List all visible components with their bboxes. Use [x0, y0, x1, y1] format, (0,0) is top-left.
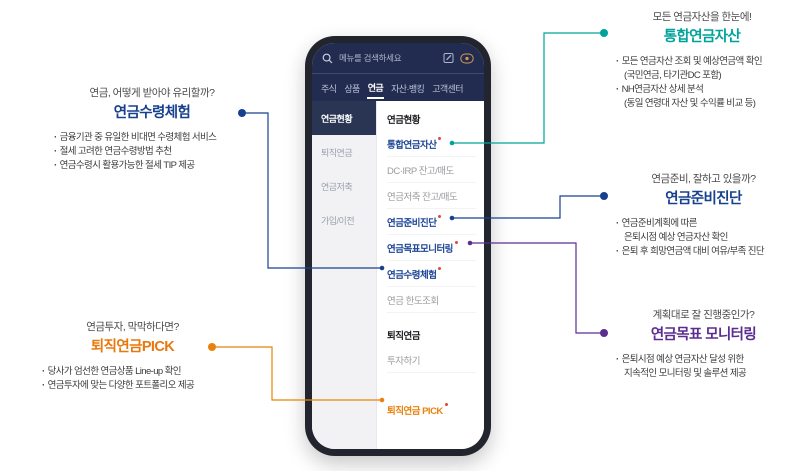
callout-title: 연금준비진단: [665, 191, 742, 207]
connector-end-dot: [600, 29, 608, 37]
menu-item-invest[interactable]: 투자하기: [387, 347, 476, 373]
menu-header-retirement-pension: 퇴직연금: [387, 331, 420, 342]
tab-products[interactable]: 상품: [344, 83, 360, 94]
callout-heading: 연금, 어떻게 받아야 유리할까?: [89, 87, 215, 99]
edit-icon[interactable]: [443, 52, 455, 64]
callout-bullet: 당사가 엄선한 연금상품 Line-up 확인: [42, 365, 235, 379]
callout-bullet: 금융기관 중 유일한 비대면 수령체험 서비스: [54, 131, 258, 145]
callout-bullet: NH연금자산 상세 분석: [616, 83, 788, 97]
menu-item-retirement-pension-pick[interactable]: 퇴직연금 PICK: [387, 397, 476, 422]
new-badge-dot: [438, 267, 442, 270]
sidebar-item-retirement-pension[interactable]: 퇴직연금: [321, 147, 353, 158]
search-bar: 메뉴를 검색하세요: [312, 43, 484, 73]
menu-list: 연금현황 통합연금자산 DC·IRP 잔고/매도 연금저축 잔고/매도 연금준비…: [377, 101, 484, 449]
callout-heading: 계획대로 잘 진행중인가?: [652, 309, 755, 321]
menu-item-label: 연금수령체험: [387, 269, 437, 281]
tab-assets-banking[interactable]: 자산·뱅킹: [391, 83, 425, 94]
callout-bullet: 은퇴시점 예상 연금자산 달성 위한: [616, 353, 791, 367]
callout-retirement-pension-pick: 연금투자, 막막하다면? 퇴직연금PICK 당사가 엄선한 연금상품 Line-…: [30, 320, 235, 393]
callout-heading: 연금준비, 잘하고 있을까?: [651, 173, 756, 185]
callout-bullet: 절세 고려한 연금수령방법 추천: [54, 145, 258, 159]
badge-icon[interactable]: [460, 53, 474, 64]
new-badge-dot: [438, 137, 442, 140]
connector-end-dot: [600, 329, 608, 337]
callout-pension-goal-monitoring: 계획대로 잘 진행중인가? 연금목표 모니터링 은퇴시점 예상 연금자산 달성 …: [616, 308, 791, 381]
callout-pension-readiness-check: 연금준비, 잘하고 있을까? 연금준비진단 연금준비계획에 따른 은퇴시점 예상…: [616, 172, 791, 259]
tab-stocks[interactable]: 주식: [321, 83, 337, 94]
sidebar-item-join-transfer[interactable]: 가입/이전: [321, 215, 355, 226]
search-icon: [322, 53, 333, 63]
callout-title: 연금목표 모니터링: [650, 327, 757, 343]
callout-bullets: 금융기관 중 유일한 비대면 수령체험 서비스 절세 고려한 연금수령방법 추천…: [46, 131, 258, 173]
callout-bullet: 연금수령시 활용가능한 절세 TIP 제공: [54, 159, 258, 173]
menu-item-label: 통합연금자산: [387, 139, 437, 151]
new-badge-dot: [444, 403, 448, 406]
sidebar-item-pension-savings[interactable]: 연금저축: [321, 181, 353, 192]
menu-item-pension-goal-monitoring[interactable]: 연금목표모니터링: [387, 235, 476, 261]
callout-title: 통합연금자산: [663, 29, 741, 45]
callout-integrated-pension-asset: 모든 연금자산을 한눈에! 통합연금자산 모든 연금자산 조회 및 예상연금액 …: [616, 10, 788, 111]
callout-title: 퇴직연금PICK: [90, 339, 175, 355]
menu-item-pension-limit-inquiry[interactable]: 연금 한도조회: [387, 287, 476, 313]
nav-tabs: 주식 상품 연금 자산·뱅킹 고객센터: [312, 73, 484, 101]
callout-pension-receipt-experience: 연금, 어떻게 받아야 유리할까? 연금수령체험 금융기관 중 유일한 비대면 …: [46, 86, 258, 173]
menu-item-pension-receipt-experience[interactable]: 연금수령체험: [387, 261, 476, 287]
callout-title: 연금수령체험: [113, 105, 191, 121]
sidebar-item-pension-status[interactable]: 연금현황: [312, 101, 376, 135]
search-input[interactable]: 메뉴를 검색하세요: [339, 53, 402, 63]
menu-item-integrated-pension-asset[interactable]: 통합연금자산: [387, 131, 476, 157]
app-screen: 메뉴를 검색하세요 주식 상품 연금 자산·뱅킹 고객센터: [312, 43, 484, 449]
callout-bullet-sub: (국민연금, 타기관DC 포함): [624, 70, 722, 81]
callout-bullet: 모든 연금자산 조회 및 예상연금액 확인: [616, 55, 788, 69]
callout-bullet-sub: (동일 연령대 자산 및 수익률 비교 등): [624, 98, 756, 109]
callout-bullet-sub: 지속적인 모니터링 및 솔루션 제공: [624, 368, 747, 379]
callout-bullets: 모든 연금자산 조회 및 예상연금액 확인 (국민연금, 타기관DC 포함) N…: [616, 55, 788, 111]
callout-bullet-sub: 은퇴시점 예상 연금자산 확인: [624, 232, 728, 243]
menu-item-pension-readiness-check[interactable]: 연금준비진단: [387, 209, 476, 235]
tab-pension[interactable]: 연금: [366, 77, 385, 99]
menu-body: 연금현황 퇴직연금 연금저축 가입/이전 연금현황 통합연금자산 DC·IRP …: [312, 101, 484, 449]
phone-mockup: 메뉴를 검색하세요 주식 상품 연금 자산·뱅킹 고객센터: [305, 36, 491, 456]
menu-item-pension-savings-balance[interactable]: 연금저축 잔고/매도: [387, 183, 476, 209]
menu-item-label: 연금준비진단: [387, 217, 437, 229]
new-badge-dot: [454, 241, 458, 244]
callout-bullets: 연금준비계획에 따른 은퇴시점 예상 연금자산 확인 은퇴 후 희망연금액 대비…: [616, 217, 791, 259]
new-badge-dot: [438, 215, 442, 218]
menu-item-dc-irp-balance[interactable]: DC·IRP 잔고/매도: [387, 157, 476, 183]
menu-item-label: 퇴직연금 PICK: [387, 405, 443, 417]
tab-customer-center[interactable]: 고객센터: [432, 83, 463, 94]
callout-bullet: 은퇴 후 희망연금액 대비 여유/부족 진단: [616, 245, 791, 259]
callout-bullets: 당사가 엄선한 연금상품 Line-up 확인 연금투자에 맞는 다양한 포트폴…: [30, 365, 235, 393]
sidebar: 연금현황 퇴직연금 연금저축 가입/이전: [312, 101, 377, 449]
callout-bullet: 연금투자에 맞는 다양한 포트폴리오 제공: [42, 379, 235, 393]
callout-bullet: 연금준비계획에 따른: [616, 217, 791, 231]
connector-end-dot: [600, 192, 608, 200]
callout-heading: 연금투자, 막막하다면?: [86, 321, 179, 333]
search-bar-icons: [443, 52, 474, 64]
callout-heading: 모든 연금자산을 한눈에!: [652, 11, 752, 23]
menu-item-label: 연금목표모니터링: [387, 243, 453, 255]
callout-bullets: 은퇴시점 예상 연금자산 달성 위한 지속적인 모니터링 및 솔루션 제공: [616, 353, 791, 381]
menu-header-pension-status: 연금현황: [387, 115, 420, 126]
